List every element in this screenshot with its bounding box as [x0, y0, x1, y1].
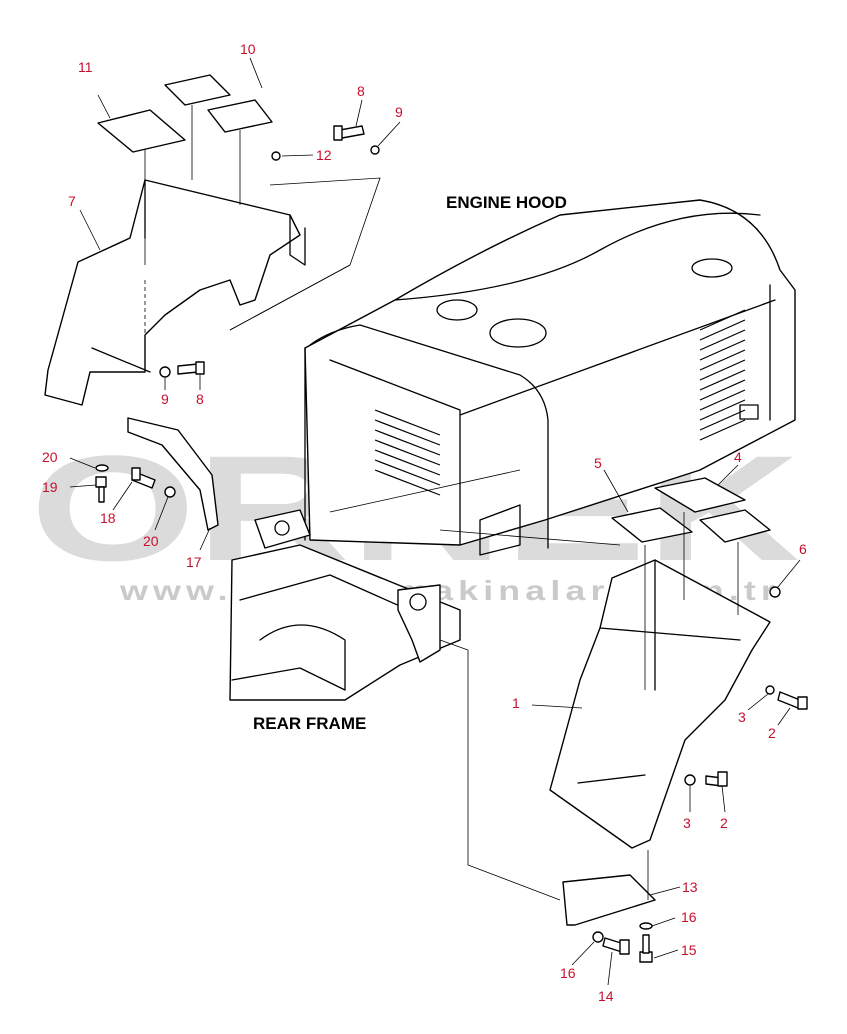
callout-4: 4: [734, 449, 742, 465]
rear-frame-label: REAR FRAME: [253, 714, 366, 733]
callout-20: 20: [42, 449, 58, 465]
engine-hood-label: ENGINE HOOD: [446, 193, 567, 212]
callout-16: 16: [560, 965, 576, 981]
callout-12: 12: [316, 147, 332, 163]
callout-13: 13: [682, 879, 698, 895]
callout-9: 9: [395, 104, 403, 120]
callout-20: 20: [143, 533, 159, 549]
callout-labels: 1 2 2 3 3 4 5 6 7 8 8 9 9 10 11 12 13 14…: [42, 41, 807, 1004]
part-5-decal: [611, 507, 693, 543]
callout-6: 6: [799, 541, 807, 557]
part-13-bracket: [562, 874, 656, 926]
callout-15: 15: [681, 942, 697, 958]
callout-3: 3: [683, 815, 691, 831]
part-17-bracket: [127, 417, 219, 531]
callout-1: 1: [512, 695, 520, 711]
part-10-decals: [164, 74, 273, 133]
engine-hood: [304, 199, 796, 556]
callout-5: 5: [594, 455, 602, 471]
callout-8: 8: [196, 391, 204, 407]
callout-7: 7: [68, 193, 76, 209]
callout-leaders: [69, 57, 801, 986]
callout-8: 8: [357, 83, 365, 99]
callout-10: 10: [240, 41, 256, 57]
callout-17: 17: [186, 554, 202, 570]
callout-19: 19: [42, 479, 58, 495]
callout-16: 16: [681, 909, 697, 925]
part-1-right-fender: [549, 559, 771, 849]
callout-3: 3: [738, 709, 746, 725]
part-11-decal: [97, 109, 186, 153]
part-4-decals: [654, 477, 771, 543]
callout-18: 18: [100, 510, 116, 526]
callout-11: 11: [78, 59, 93, 75]
rear-frame: [229, 469, 621, 701]
callout-14: 14: [598, 988, 614, 1004]
front-vent-grille: [374, 409, 441, 496]
rear-frame-leader: [439, 639, 561, 901]
callout-9: 9: [161, 391, 169, 407]
part-7-left-fender: [44, 179, 306, 406]
callout-2: 2: [768, 725, 776, 741]
callout-2: 2: [720, 815, 728, 831]
side-vent-grille: [699, 309, 746, 441]
